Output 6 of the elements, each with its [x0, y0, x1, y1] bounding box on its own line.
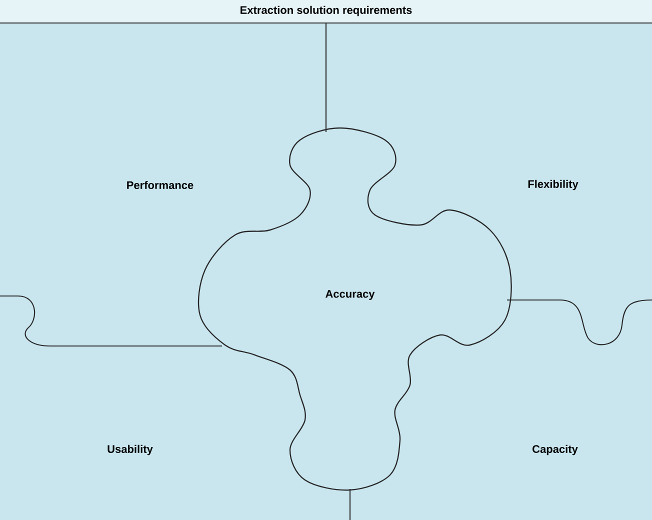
- puzzle-piece: Accuracy: [198, 127, 512, 491]
- region-label: Usability: [108, 444, 153, 456]
- region-label: Performance: [127, 180, 194, 190]
- region-label: Capacity: [532, 444, 578, 456]
- region-label: Flexibility: [528, 180, 578, 190]
- title-bar: Extraction solution requirements: [0, 0, 652, 24]
